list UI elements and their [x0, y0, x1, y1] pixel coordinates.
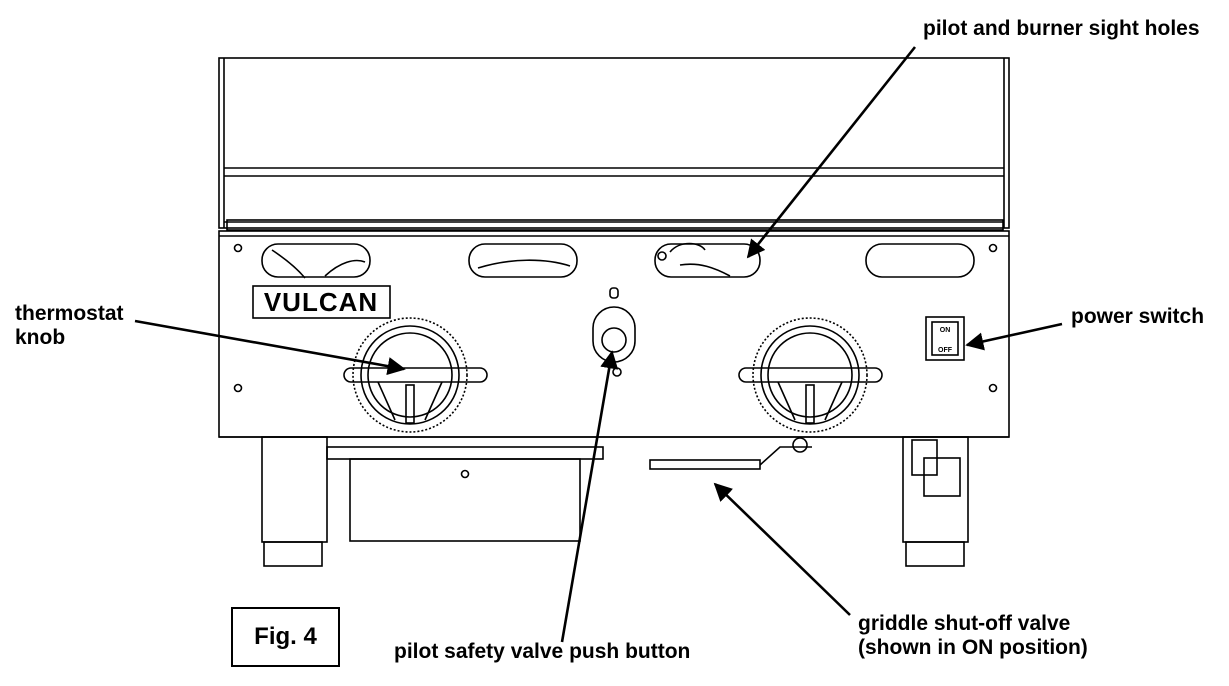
pilot-safety-valve	[592, 287, 636, 377]
arrow-power-switch	[965, 322, 1063, 351]
switch-on-label: ON	[940, 327, 951, 334]
label-shutoff-line1: griddle shut-off valve	[858, 612, 1071, 635]
power-switch	[925, 316, 965, 361]
arrow-sight-holes	[746, 46, 917, 259]
figure-label-box: Fig. 4	[231, 607, 340, 667]
label-power-switch: power switch	[1071, 305, 1205, 328]
griddle-plate-edge	[226, 219, 1004, 231]
brand-plate	[252, 285, 391, 319]
label-thermostat-line1: thermostat	[15, 302, 124, 325]
thermostat-knob-right	[738, 317, 883, 433]
label-shutoff-line2: (shown in ON position)	[858, 636, 1088, 659]
label-pilot-button: pilot safety valve push button	[394, 640, 691, 663]
control-panel	[218, 230, 1010, 438]
panel-screws	[233, 243, 998, 393]
arrow-pilot-button	[560, 350, 619, 643]
label-sight-holes: pilot and burner sight holes	[923, 17, 1200, 40]
thermostat-knob-left	[343, 317, 488, 433]
label-thermostat-line2: knob	[15, 326, 66, 349]
switch-off-label: OFF	[938, 347, 953, 354]
arrow-shutoff-valve	[713, 482, 851, 616]
arrow-thermostat-knob	[134, 319, 406, 376]
griddle-base	[219, 436, 1009, 567]
backsplash	[218, 57, 1010, 229]
sight-holes	[261, 242, 975, 279]
figure-label: Fig. 4	[254, 623, 317, 650]
brand-logo-text: VULCAN	[264, 287, 378, 317]
